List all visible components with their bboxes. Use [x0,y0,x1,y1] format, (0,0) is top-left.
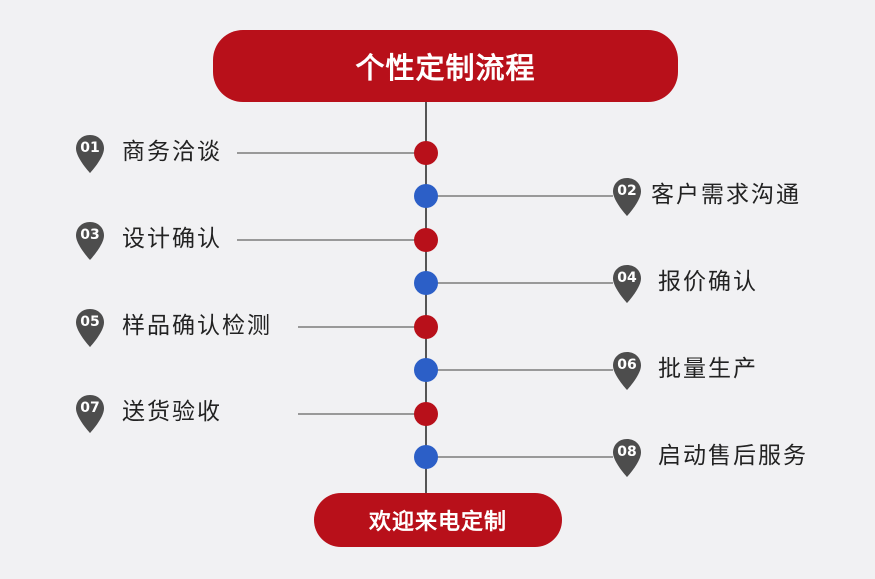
step-badge: 08 [612,438,642,478]
map-pin-icon [613,352,641,390]
contact-banner[interactable]: 欢迎来电定制 [314,493,562,547]
step-badge: 02 [612,177,642,217]
step-dot [414,445,438,469]
step-badge: 06 [612,351,642,391]
step-connector [427,282,613,284]
step-dot [414,271,438,295]
map-pin-icon [613,439,641,477]
step-number: 06 [617,357,637,373]
step-number: 03 [80,227,100,243]
step-label: 送货验收 [122,399,222,425]
step-number: 02 [617,183,637,199]
title-banner: 个性定制流程 [213,30,678,102]
map-pin-icon [76,222,104,260]
step-label: 报价确认 [658,269,758,295]
page-title: 个性定制流程 [355,51,536,85]
step-connector [298,326,425,328]
map-pin-icon [76,309,104,347]
step-connector [298,413,425,415]
step-number: 07 [80,400,100,416]
timeline-spine [425,100,427,495]
step-badge: 07 [75,394,105,434]
step-label: 样品确认检测 [122,313,272,339]
step-dot [414,141,438,165]
step-connector [237,239,425,241]
step-badge: 04 [612,264,642,304]
step-number: 08 [617,444,637,460]
contact-label: 欢迎来电定制 [368,510,507,535]
step-dot [414,358,438,382]
step-label: 设计确认 [122,226,222,252]
step-label: 批量生产 [658,356,758,382]
map-pin-icon [76,395,104,433]
step-connector [427,369,613,371]
step-number: 05 [80,314,100,330]
step-connector [427,195,613,197]
step-badge: 03 [75,221,105,261]
step-dot [414,184,438,208]
step-connector [237,152,425,154]
step-label: 客户需求沟通 [651,182,801,208]
map-pin-icon [76,135,104,173]
map-pin-icon [613,178,641,216]
step-number: 04 [617,270,637,286]
step-badge: 01 [75,134,105,174]
step-label: 商务洽谈 [122,139,222,165]
step-dot [414,228,438,252]
step-dot [414,402,438,426]
step-badge: 05 [75,308,105,348]
step-connector [427,456,613,458]
map-pin-icon [613,265,641,303]
step-label: 启动售后服务 [658,443,808,469]
step-dot [414,315,438,339]
step-number: 01 [80,140,100,156]
